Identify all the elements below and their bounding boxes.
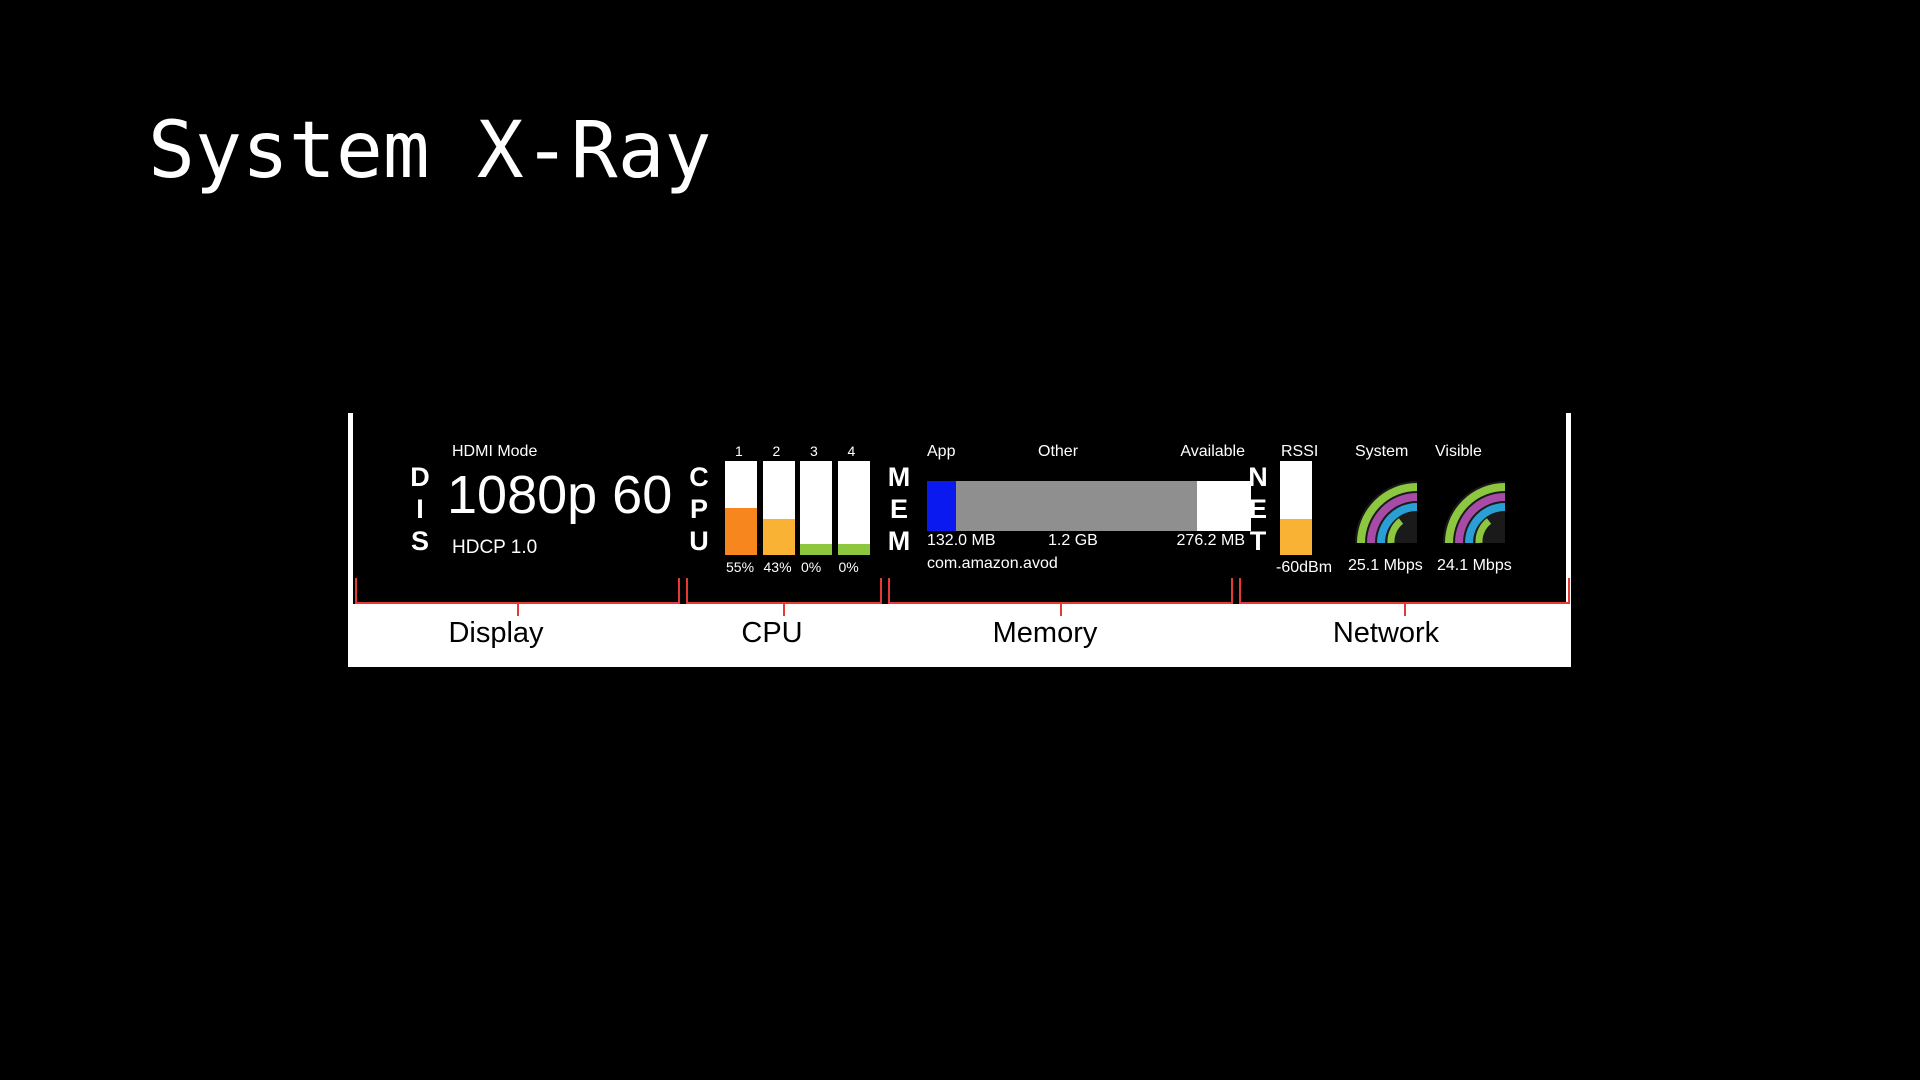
display-bracket bbox=[355, 578, 680, 616]
cpu-core-bar-fill bbox=[800, 543, 832, 555]
cpu-core-percent: 0% bbox=[838, 559, 859, 575]
cpu-core-bar-fill bbox=[725, 508, 757, 555]
hdmi-mode-label: HDMI Mode bbox=[452, 443, 538, 460]
memory-bar-app bbox=[927, 481, 956, 531]
rssi-value: -60dBm bbox=[1276, 559, 1333, 576]
visible-throughput-value: 24.1 Mbps bbox=[1437, 557, 1512, 574]
cpu-core-bar bbox=[725, 461, 757, 555]
rssi-bar-fill bbox=[1280, 519, 1312, 555]
cpu-bracket bbox=[686, 578, 882, 616]
cpu-core-bar bbox=[800, 461, 832, 555]
system-gauge-arc-inner bbox=[1377, 503, 1418, 544]
memory-other-value: 1.2 GB bbox=[1048, 532, 1098, 549]
memory-process-name: com.amazon.avod bbox=[927, 555, 1058, 572]
cpu-side-label: C P U bbox=[689, 462, 709, 556]
system-throughput-label: System bbox=[1355, 443, 1409, 460]
memory-bar-other bbox=[955, 481, 1198, 531]
hdmi-mode-value: 1080p 60 bbox=[447, 465, 673, 525]
network-side-label: N E T bbox=[1248, 462, 1268, 556]
memory-bracket bbox=[888, 578, 1233, 616]
visible-gauge-arc-middle bbox=[1455, 493, 1506, 544]
visible-gauge-arc-inner bbox=[1465, 503, 1506, 544]
cpu-core-percent: 55% bbox=[726, 559, 755, 575]
memory-available-header: Available bbox=[1180, 443, 1245, 460]
cpu-core-label: 4 bbox=[847, 443, 856, 459]
cpu-core-percent: 43% bbox=[763, 559, 792, 575]
cpu-core-label: 2 bbox=[772, 443, 781, 459]
category-label-memory: Memory bbox=[992, 617, 1098, 649]
cpu-core-bar bbox=[837, 461, 870, 555]
xray-overlay-panel: D I S HDMI Mode 1080p 60 HDCP 1.0 C P U … bbox=[353, 413, 1570, 616]
system-throughput-gauge bbox=[1355, 481, 1418, 544]
rssi-bar bbox=[1280, 461, 1312, 555]
category-label-display: Display bbox=[448, 617, 544, 649]
cpu-core-percent: 0% bbox=[801, 559, 822, 575]
system-gauge-arc-core bbox=[1387, 518, 1404, 544]
cpu-core-label: 3 bbox=[810, 443, 818, 459]
visible-throughput-label: Visible bbox=[1435, 443, 1482, 460]
cpu-core-bar bbox=[762, 461, 795, 555]
cpu-core-bar-fill bbox=[762, 519, 795, 555]
memory-app-header: App bbox=[927, 443, 956, 460]
visible-gauge-arc-outer bbox=[1445, 483, 1506, 544]
visible-gauge-arc-core bbox=[1475, 518, 1492, 544]
cpu-core-label: 1 bbox=[735, 443, 743, 459]
network-bracket bbox=[1239, 578, 1570, 616]
memory-bar-available bbox=[1197, 481, 1252, 531]
slide-title: System X-Ray bbox=[148, 106, 712, 196]
memory-other-header: Other bbox=[1038, 443, 1079, 460]
rssi-label: RSSI bbox=[1281, 443, 1319, 460]
category-label-cpu: CPU bbox=[741, 617, 803, 649]
memory-side-label: M E M bbox=[887, 462, 911, 556]
system-throughput-value: 25.1 Mbps bbox=[1348, 557, 1423, 574]
hdcp-label: HDCP 1.0 bbox=[452, 537, 538, 558]
system-gauge-arc-middle bbox=[1367, 493, 1418, 544]
memory-available-value: 276.2 MB bbox=[1176, 532, 1245, 549]
system-gauge-arc-outer bbox=[1357, 483, 1418, 544]
xray-figure: D I S HDMI Mode 1080p 60 HDCP 1.0 C P U … bbox=[348, 413, 1571, 667]
cpu-core-bar-fill bbox=[837, 543, 870, 555]
visible-throughput-gauge bbox=[1443, 481, 1506, 544]
memory-app-value: 132.0 MB bbox=[927, 532, 996, 549]
display-side-label: D I S bbox=[410, 462, 430, 556]
category-label-network: Network bbox=[1332, 617, 1440, 649]
